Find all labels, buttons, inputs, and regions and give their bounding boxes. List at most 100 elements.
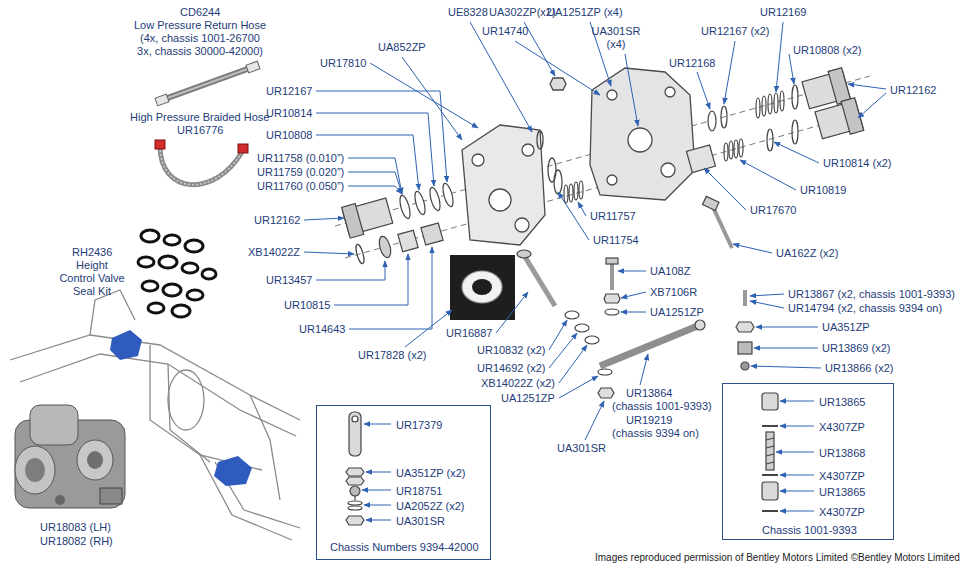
part-number: UR10808 (266, 129, 312, 142)
piston-parts (774, 93, 778, 113)
piston-parts (814, 98, 864, 142)
chassis-linkage-parts (766, 446, 774, 448)
part-number: UR11759 (0.020”) (257, 166, 344, 179)
part-number: UR13866 (x2) (825, 362, 893, 375)
valve-housings (665, 87, 675, 97)
leader-lines (750, 294, 784, 296)
part-number: UR10815 (284, 299, 330, 312)
linkage-parts (743, 290, 747, 306)
chassis-linkage-parts (349, 412, 361, 456)
part-number: (chassis 1001-9393) (612, 400, 712, 413)
leader-lines (496, 292, 528, 333)
leader-lines (754, 348, 818, 349)
valve-housings (590, 68, 695, 200)
chassis-linkage-parts (348, 506, 362, 510)
valve-housings (550, 78, 566, 90)
linkage-parts (712, 205, 732, 248)
hoses (155, 94, 169, 106)
part-number: UE8328 (448, 6, 488, 19)
part-number: UA301SR (557, 442, 606, 455)
part-number: RH2436 (72, 246, 112, 259)
leader-lines (370, 63, 478, 128)
part-number: (chassis 9394 on) (612, 427, 699, 440)
piston-parts (342, 195, 394, 238)
seal-kit-rings (148, 303, 164, 313)
linkage-parts (522, 252, 555, 306)
valve-photo (15, 446, 55, 494)
seal-kit-rings (142, 281, 158, 291)
part-number: X4307ZP (819, 506, 865, 519)
valve-housings (554, 170, 562, 194)
linkage-parts (606, 258, 618, 264)
leader-lines (750, 301, 784, 308)
leader-lines (304, 218, 344, 220)
piston-parts (686, 145, 715, 173)
leader-lines (774, 142, 819, 163)
leader-lines (334, 254, 408, 305)
seal-kit-rings (202, 269, 216, 279)
seal-kit-rings (138, 257, 154, 267)
valve-housings (661, 163, 675, 177)
piston-parts (428, 186, 442, 211)
linkage-parts (695, 320, 705, 330)
part-number: UR19219 (626, 414, 672, 427)
part-number: UA1251ZP (501, 392, 555, 405)
chassis-box: UR17379UA351ZP (x2)UR18751UA2052Z (x2)UA… (316, 405, 491, 560)
hoses (162, 67, 253, 100)
box-heading: Chassis Numbers 9394-42000 (330, 541, 479, 554)
piston-parts (569, 184, 573, 202)
part-number: UR17828 (x2) (358, 349, 426, 362)
part-number: UR13867 (x2, chassis 1001-9393) (788, 288, 955, 301)
seal-kit-rings (187, 290, 203, 300)
leader-lines (697, 72, 710, 109)
part-number: UR12167 (x2) (701, 25, 769, 38)
piston-parts (564, 185, 568, 203)
valve-photo (15, 405, 125, 508)
chassis-linkage-parts (766, 432, 774, 470)
part-number: UR17810 (320, 57, 366, 70)
piston-parts (721, 106, 727, 128)
valve-housings (607, 175, 617, 185)
leader-lines (776, 22, 783, 92)
seal-kit-rings (172, 305, 190, 317)
part-number: UA301SR (x4) (589, 25, 643, 51)
box-heading: Chassis 1001-9393 (762, 524, 857, 537)
location-marker (214, 456, 252, 486)
part-number: UR16776 (177, 124, 223, 137)
linkage-parts (462, 271, 502, 303)
hoses (238, 144, 248, 153)
part-number: UA162Z (x2) (776, 247, 838, 260)
valve-housings (462, 125, 545, 245)
valve-photo (87, 451, 103, 469)
chassis-linkage-parts (762, 474, 778, 476)
leader-lines (621, 292, 646, 298)
subframe-sketch (150, 345, 262, 470)
leader-lines (349, 247, 432, 329)
valve-housings (628, 128, 652, 152)
leader-lines (640, 354, 648, 385)
linkage-parts (450, 255, 515, 320)
leader-lines (558, 192, 589, 240)
leader-lines (366, 472, 391, 473)
seal-kit-rings (185, 240, 203, 252)
chassis-box: UR13865X4307ZPUR13868X4307ZPUR13865X4307… (722, 383, 894, 540)
leader-lines (549, 333, 577, 368)
piston-parts (724, 143, 728, 161)
piston-parts (708, 111, 716, 131)
hoses (162, 67, 253, 100)
part-number: UR17379 (396, 419, 442, 432)
subframe-sketch (250, 395, 280, 500)
part-number: UR11758 (0.010”) (257, 152, 344, 165)
chassis-linkage-parts (766, 438, 774, 440)
chassis-linkage-parts (762, 393, 778, 410)
part-number: UR11757 (590, 210, 636, 223)
leader-lines (364, 505, 391, 506)
piston-parts (342, 204, 364, 239)
leader-lines (549, 320, 567, 350)
hoses (160, 146, 242, 185)
part-number: UA351ZP (x2) (396, 467, 466, 480)
valve-housings (489, 189, 511, 211)
part-number: UA302ZP(x2) (489, 6, 556, 19)
leader-lines (402, 57, 462, 140)
valve-photo (55, 495, 65, 505)
